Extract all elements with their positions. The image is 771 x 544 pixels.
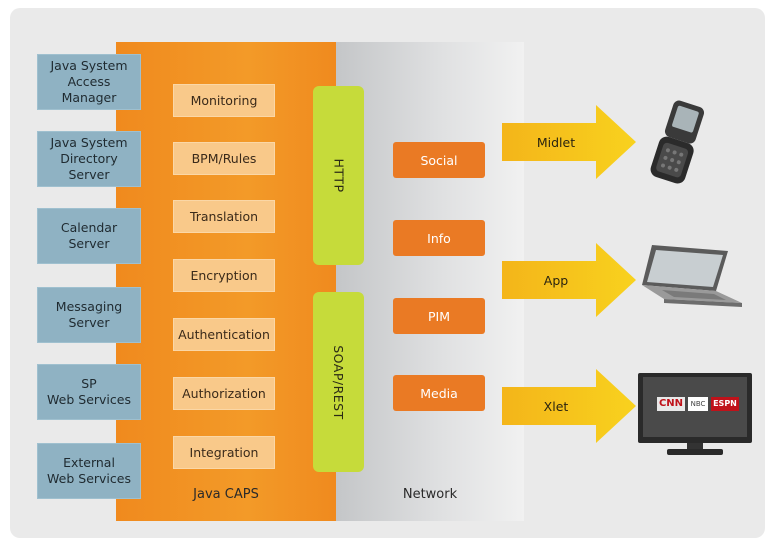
channel-social: Social — [393, 142, 485, 178]
arrow-right-icon — [502, 243, 636, 317]
laptop-icon — [634, 243, 744, 313]
network-panel — [336, 42, 524, 521]
module-bpm-rules: BPM/Rules — [173, 142, 275, 175]
nbc-logo: NBC — [688, 397, 708, 411]
arrow-app: App — [502, 243, 636, 317]
java-caps-label: Java CAPS — [193, 487, 259, 502]
protocol-http-bar: HTTP — [313, 86, 364, 265]
channel-pim: PIM — [393, 298, 485, 334]
mobile-phone-icon — [648, 98, 708, 186]
protocol-http-label: HTTP — [331, 158, 346, 193]
protocol-soap-rest-bar: SOAP/REST — [313, 292, 364, 472]
service-messaging-server: Messaging Server — [37, 287, 141, 343]
channel-info: Info — [393, 220, 485, 256]
module-authentication: Authentication — [173, 318, 275, 351]
arrow-label-xlet: Xlet — [543, 398, 569, 414]
arrow-label-app: App — [543, 272, 569, 288]
arrow-right-icon — [502, 105, 636, 179]
service-directory-server: Java System Directory Server — [37, 131, 141, 187]
module-translation: Translation — [173, 200, 275, 233]
service-access-manager: Java System Access Manager — [37, 54, 141, 110]
module-authorization: Authorization — [173, 377, 275, 410]
cnn-logo: CNN — [657, 397, 685, 411]
channel-media: Media — [393, 375, 485, 411]
module-monitoring: Monitoring — [173, 84, 275, 117]
module-integration: Integration — [173, 436, 275, 469]
service-calendar-server: Calendar Server — [37, 208, 141, 264]
protocol-soap-rest-label: SOAP/REST — [331, 344, 347, 420]
network-label: Network — [402, 487, 458, 502]
espn-logo: ESPN — [711, 397, 739, 411]
television-icon: CNN NBC ESPN — [637, 372, 753, 458]
arrow-midlet: Midlet — [502, 105, 636, 179]
arrow-xlet: Xlet — [502, 369, 636, 443]
service-sp-web-services: SP Web Services — [37, 364, 141, 420]
module-encryption: Encryption — [173, 259, 275, 292]
arrow-right-icon — [502, 369, 636, 443]
arrow-label-midlet: Midlet — [536, 134, 576, 150]
service-external-web-services: External Web Services — [37, 443, 141, 499]
